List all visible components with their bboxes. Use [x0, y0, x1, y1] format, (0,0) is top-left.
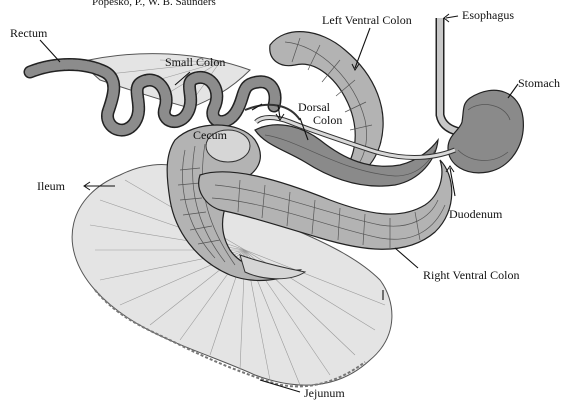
- label-right-ventral-colon: Right Ventral Colon: [423, 268, 519, 282]
- label-dorsal-colon-line1: Dorsal: [298, 100, 331, 114]
- stomach: [448, 90, 523, 173]
- label-ileum: Ileum: [37, 179, 66, 193]
- source-caption: Popesko, P., W. B. Saunders: [92, 0, 216, 8]
- label-small-colon: Small Colon: [165, 55, 225, 69]
- label-duodenum: Duodenum: [449, 207, 503, 221]
- label-jejunum: Jejunum: [304, 386, 345, 400]
- label-rectum: Rectum: [10, 26, 48, 40]
- label-esophagus: Esophagus: [462, 8, 514, 22]
- label-cecum: Cecum: [193, 128, 228, 142]
- label-stomach: Stomach: [518, 76, 560, 90]
- label-left-ventral-colon: Left Ventral Colon: [322, 13, 412, 27]
- label-dorsal-colon-line2: Colon: [313, 113, 342, 127]
- esophagus: [440, 18, 460, 132]
